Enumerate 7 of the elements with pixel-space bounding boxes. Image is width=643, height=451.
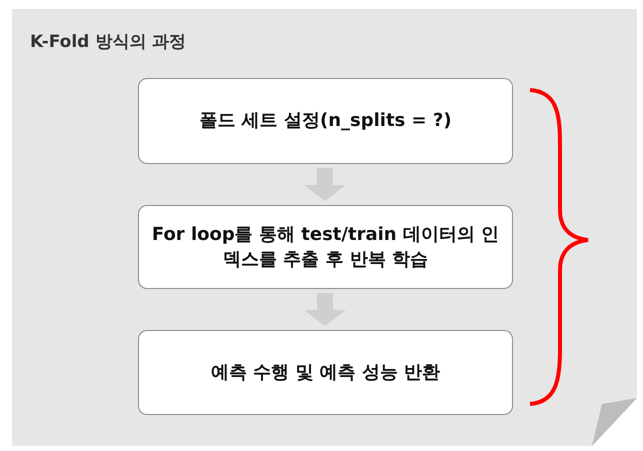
diagram-title: K-Fold 방식의 과정 — [30, 31, 186, 53]
box-text: For loop를 통해 test/train 데이터의 인덱스를 추출 후 반복 학습 — [151, 222, 500, 272]
box-text: 예측 수행 및 예측 성능 반환 — [210, 360, 440, 385]
box-text: 폴드 세트 설정(n_splits = ?) — [199, 109, 452, 134]
process-box — [138, 78, 513, 164]
process-box — [138, 330, 513, 415]
process-box — [138, 205, 513, 289]
